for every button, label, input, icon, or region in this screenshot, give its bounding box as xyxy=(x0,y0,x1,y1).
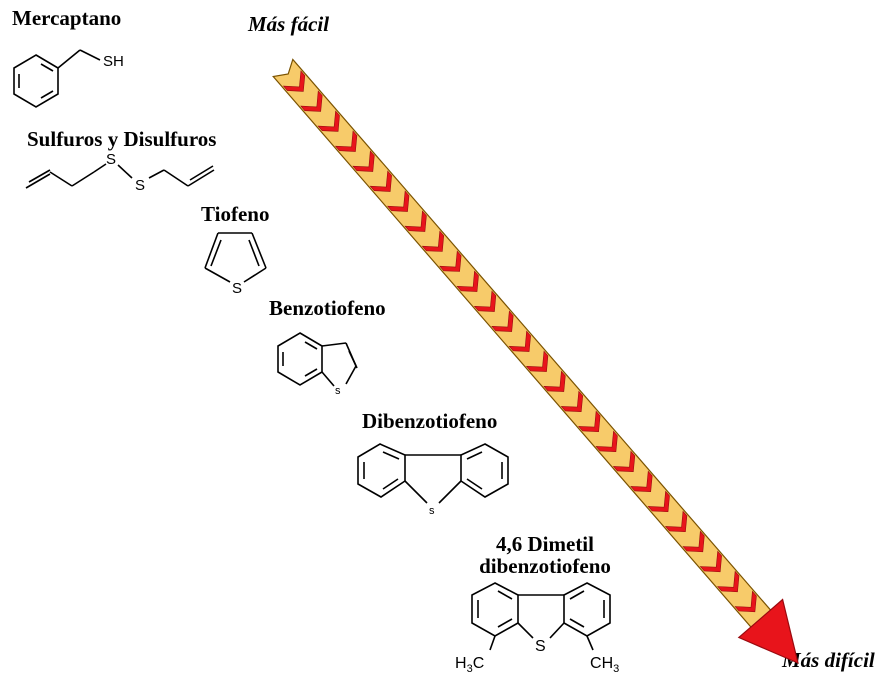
arrow-chevron xyxy=(282,70,306,92)
arrow-chevron xyxy=(630,470,653,493)
dimetil-dibenzotiofeno-structure xyxy=(471,582,611,651)
dimetil-label-line2: dibenzotiofeno xyxy=(479,554,611,579)
mercaptano-label: Mercaptano xyxy=(12,6,122,30)
arrow-chevron xyxy=(560,390,584,413)
mercaptano-structure xyxy=(13,49,101,108)
tiofeno-sulfur-atom: S xyxy=(232,280,242,297)
sulfuros-structure xyxy=(25,163,215,189)
arrow-chevron xyxy=(404,210,427,232)
arrow-chevron xyxy=(543,370,566,392)
sh-atom: SH xyxy=(103,53,124,70)
benzotiofeno-structure xyxy=(277,332,358,387)
arrow-chevron xyxy=(317,110,340,132)
methyl-left-label: H3C xyxy=(455,655,484,673)
arrow-body xyxy=(272,58,773,630)
dimetil-label-line1: 4,6 Dimetil xyxy=(496,532,594,556)
dibenzotiofeno-label: Dibenzotiofeno xyxy=(362,409,498,433)
arrow-head xyxy=(737,598,799,665)
arrow-chevron xyxy=(595,430,618,453)
arrow-chevron xyxy=(300,90,323,112)
arrow-chevron xyxy=(717,570,740,593)
arrow-chevron xyxy=(421,230,445,252)
benzotiofeno-label: Benzotiofeno xyxy=(269,296,386,320)
sulfuros-label: Sulfuros y Disulfuros xyxy=(27,127,217,151)
tiofeno-structure xyxy=(204,232,267,283)
arrow-chevron xyxy=(734,590,757,613)
arrow-chevrons xyxy=(282,70,757,613)
arrow-chevron xyxy=(508,330,531,352)
arrow-chevron xyxy=(578,410,601,433)
arrow-chevron xyxy=(473,290,497,312)
dimetil-sulfur-atom: S xyxy=(535,638,546,655)
methyl-right-label: CH3 xyxy=(590,655,619,673)
dimetil-dibenzotiofeno-label: 4,6 Dimetil dibenzotiofeno xyxy=(470,533,620,577)
arrow-chevron xyxy=(369,170,392,192)
benzotiofeno-sulfur-atom: s xyxy=(335,385,341,397)
dibenzotiofeno-structure xyxy=(357,443,509,504)
arrow-chevron xyxy=(647,490,670,513)
arrow-chevron xyxy=(525,350,549,372)
arrow-chevron xyxy=(387,190,410,212)
reactivity-arrow xyxy=(272,58,799,665)
sulfur-atom-1: S xyxy=(106,151,116,168)
arrow-chevron xyxy=(699,550,722,573)
arrow-start-label: Más fácil xyxy=(248,12,330,36)
arrow-chevron xyxy=(612,450,636,473)
dibenzotiofeno-sulfur-atom: s xyxy=(429,505,435,517)
sulfur-atom-2: S xyxy=(135,177,145,194)
arrow-chevron xyxy=(352,150,375,172)
arrow-chevron xyxy=(439,250,462,272)
arrow-chevron xyxy=(456,270,479,292)
arrow-chevron xyxy=(682,530,705,553)
arrow-chevron xyxy=(334,130,358,152)
arrow-chevron xyxy=(491,310,514,332)
tiofeno-label: Tiofeno xyxy=(201,202,270,226)
arrow-chevron xyxy=(664,510,688,533)
